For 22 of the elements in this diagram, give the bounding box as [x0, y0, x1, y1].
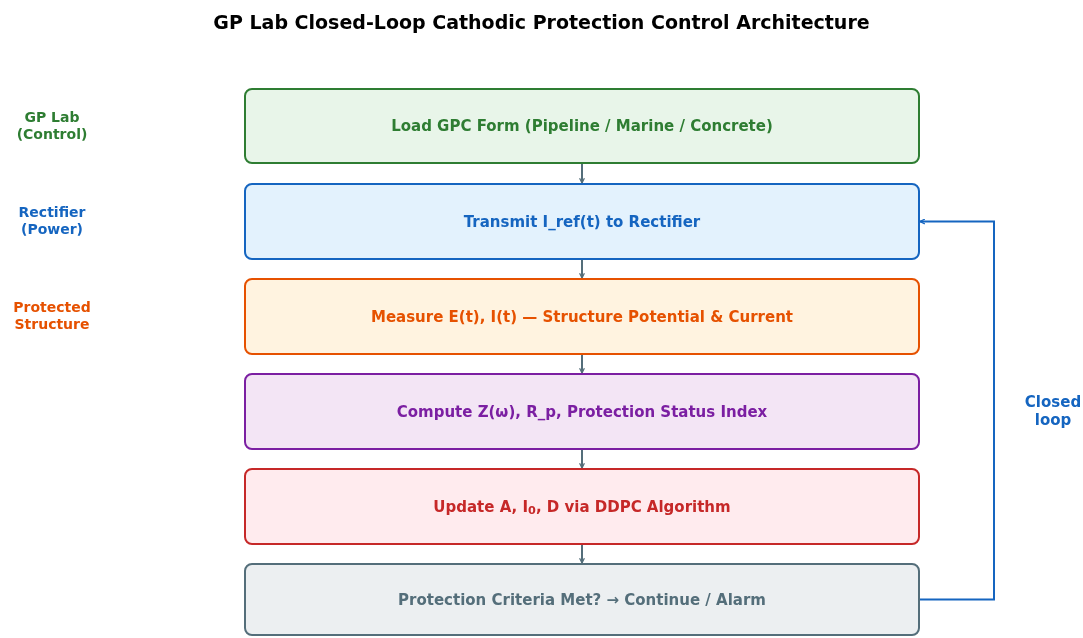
- process-box: [244, 563, 920, 636]
- process-box: [244, 468, 920, 545]
- box-label: Compute Z(ω), R_p, Protection Status Index: [395, 402, 769, 421]
- layer-label: GP Lab (Control): [15, 109, 89, 143]
- layer-label: Rectifier (Power): [17, 204, 87, 238]
- box-label: Load GPC Form (Pipeline / Marine / Concrete): [390, 117, 774, 135]
- arrow: [579, 163, 585, 184]
- box-label: Transmit I_ref(t) to Rectifier: [462, 212, 702, 231]
- arrow: [579, 354, 585, 374]
- box-label: Measure E(t), I(t) — Structure Potential & Current: [369, 307, 795, 326]
- feedback-arrow: [919, 218, 995, 601]
- box-label: Update A, I$_{0}$, D via DDPC Algorithm: [432, 497, 732, 516]
- arrow: [579, 259, 585, 279]
- layer-label: Protected Structure: [12, 299, 92, 333]
- diagram-title: GP Lab Closed-Loop Cathodic Protection Control Architecture: [212, 10, 871, 35]
- process-box: [244, 278, 920, 355]
- process-box: [244, 373, 920, 450]
- process-box: [244, 183, 920, 260]
- arrow: [579, 544, 585, 564]
- process-box: [244, 88, 920, 164]
- box-label: Protection Criteria Met? → Continue / Alarm: [397, 590, 767, 609]
- arrow: [579, 449, 585, 469]
